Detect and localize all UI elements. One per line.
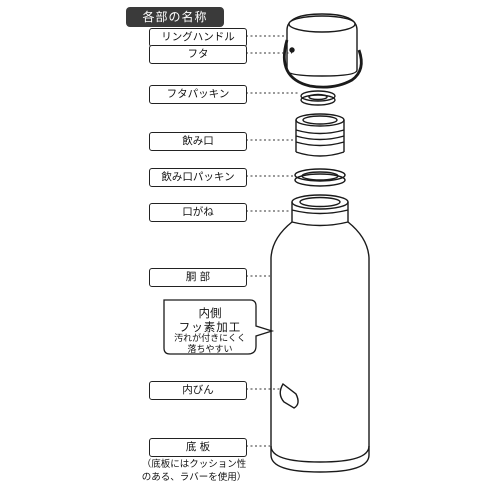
- bottom-note-line-2: のある、ラバーを使用）: [141, 472, 247, 483]
- leader-lines: [246, 35, 300, 447]
- lid-packing-drawing: [300, 90, 336, 106]
- callout-line-3: 汚れが付きにくく: [174, 334, 246, 344]
- label-mouth-ring: 口がね: [149, 203, 247, 222]
- label-bottom-plate: 底 板: [149, 438, 247, 457]
- lid-drawing: [286, 13, 358, 77]
- label-lid: フタ: [149, 45, 247, 64]
- spout-packing-drawing: [294, 168, 346, 187]
- bottle-drawing: [270, 194, 370, 473]
- bottom-note-line-1: （底板にはクッション性: [141, 459, 247, 470]
- spout-drawing: [295, 113, 345, 157]
- ring-handle-drawing: [282, 39, 363, 89]
- label-lid-packing: フタパッキン: [149, 85, 247, 104]
- callout-bubble: [163, 299, 275, 355]
- label-body: 胴 部: [149, 268, 247, 287]
- callout-line-4: 落ちやすい: [187, 345, 233, 355]
- bottom-plate-note: （底板にはクッション性 のある、ラバーを使用）: [124, 458, 264, 484]
- callout-line-2: フッ素加工: [178, 320, 242, 334]
- callout-line-1: 内側: [198, 306, 222, 320]
- page-title: 各部の名称: [126, 7, 224, 27]
- callout-text: 内側 フッ素加工 汚れが付きにくく 落ちやすい: [160, 306, 260, 356]
- label-spout-packing: 飲み口パッキン: [149, 168, 247, 187]
- label-inner-bottle: 内びん: [149, 381, 247, 400]
- label-spout: 飲み口: [149, 132, 247, 151]
